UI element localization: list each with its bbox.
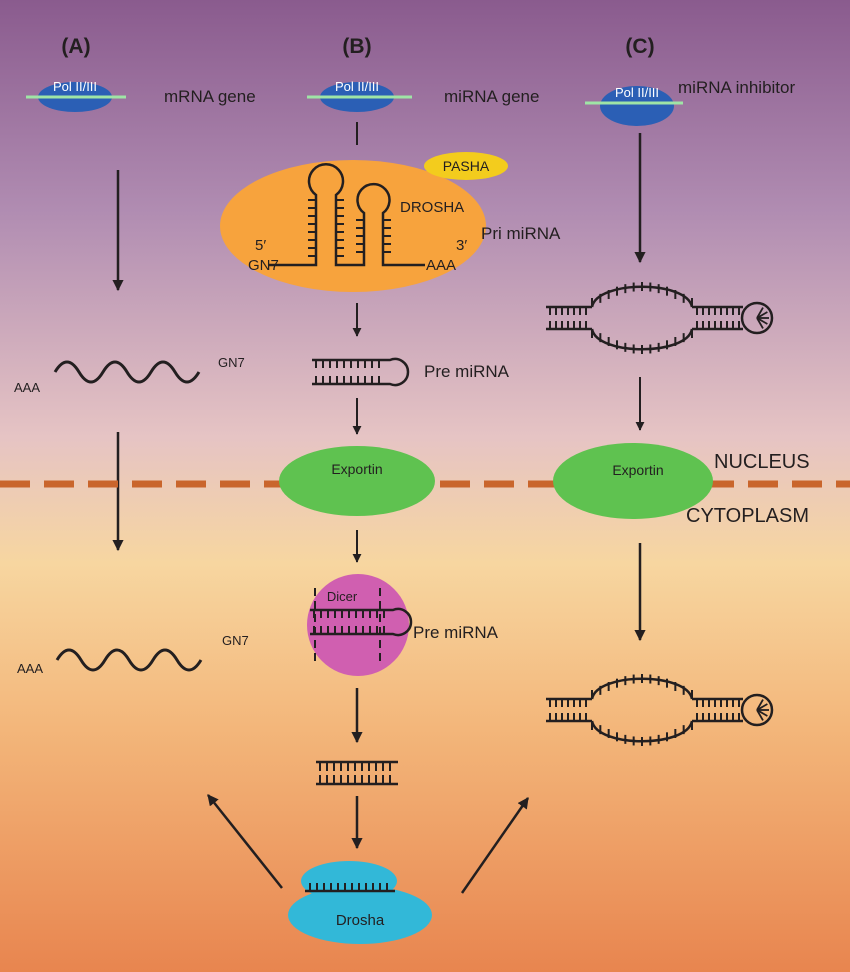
five-prime-label: 5′ xyxy=(255,237,266,254)
mirna-duplex xyxy=(316,760,398,786)
arrow-to-a xyxy=(207,794,283,889)
dicer-enzyme xyxy=(307,574,409,676)
panel-b-label: (B) xyxy=(342,35,371,58)
mrna-wave-cytoplasm xyxy=(55,648,203,672)
mrna-wave-nucleus xyxy=(53,360,201,384)
nucleus-label: NUCLEUS xyxy=(714,451,810,473)
mirna-inhibitor-label: miRNA inhibitor xyxy=(678,78,795,97)
pre-mirna-nucleus xyxy=(312,357,410,387)
pre-mirna-label-cytoplasm: Pre miRNA xyxy=(413,623,499,642)
pre-mirna-cytoplasm xyxy=(310,588,413,662)
pol-a: Pol II/III xyxy=(26,79,126,112)
pre-mirna-label-nucleus: Pre miRNA xyxy=(424,362,510,381)
cap-label: GN7 xyxy=(248,257,279,274)
exportin-b xyxy=(279,446,435,516)
drosha-complex xyxy=(288,861,432,944)
pol-c: Pol II/III xyxy=(585,85,683,126)
pasha-label: PASHA xyxy=(443,158,490,174)
mrna-cap-cytoplasm: GN7 xyxy=(222,633,249,648)
pri-mirna-complex xyxy=(220,160,486,292)
dicer-label: Dicer xyxy=(327,589,358,604)
svg-text:Pol II/III: Pol II/III xyxy=(335,79,379,94)
pol-b: Pol II/III xyxy=(307,79,412,112)
drosha-risc-label: Drosha xyxy=(336,912,385,929)
panel-a-label: (A) xyxy=(61,35,90,58)
mrna-tail-nucleus: AAA xyxy=(14,380,40,395)
three-prime-label: 3′ xyxy=(456,237,467,254)
inhibitor-structure-cytoplasm xyxy=(546,674,774,746)
pri-mirna-label: Pri miRNA xyxy=(481,224,561,243)
cytoplasm-label: CYTOPLASM xyxy=(686,505,809,527)
exportin-c xyxy=(553,443,713,519)
exportin-b-label: Exportin xyxy=(331,461,382,477)
pasha-protein xyxy=(424,152,508,180)
tail-label: AAA xyxy=(426,257,456,274)
mrna-tail-cytoplasm: AAA xyxy=(17,661,43,676)
svg-text:Pol II/III: Pol II/III xyxy=(615,85,659,100)
panel-c-label: (C) xyxy=(625,35,654,58)
inhibitor-structure-nucleus xyxy=(546,282,774,354)
svg-text:Pol II/III: Pol II/III xyxy=(53,79,97,94)
mrna-cap-nucleus: GN7 xyxy=(218,355,245,370)
arrow-to-c xyxy=(460,797,530,894)
drosha-label: DROSHA xyxy=(400,199,464,216)
mirna-gene-label: miRNA gene xyxy=(444,87,539,106)
pri-mirna-hairpins xyxy=(268,163,425,267)
exportin-c-label: Exportin xyxy=(612,462,663,478)
mrna-gene-label: mRNA gene xyxy=(164,87,256,106)
